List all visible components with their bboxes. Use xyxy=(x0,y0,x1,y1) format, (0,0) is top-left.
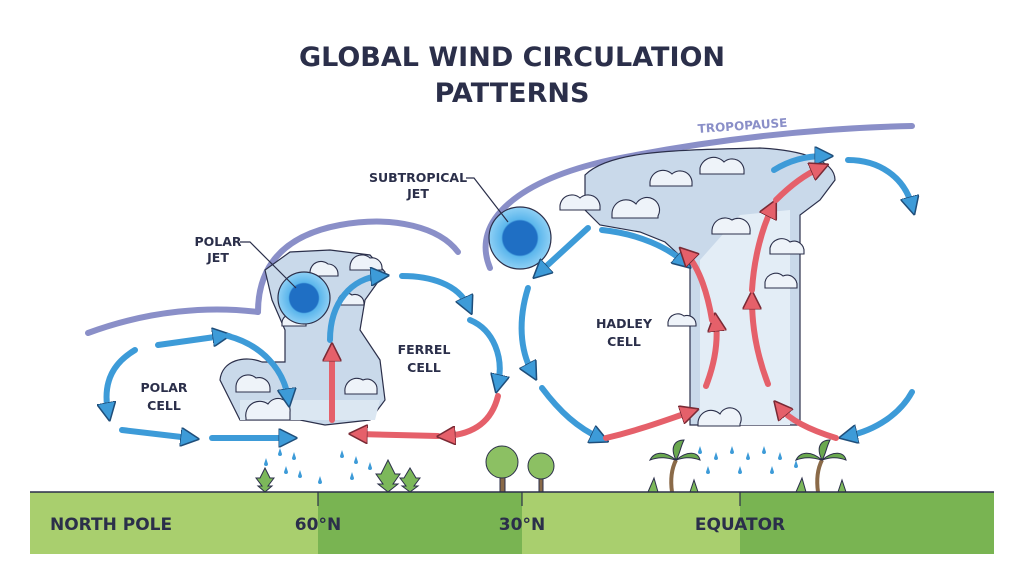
polar-cell-label-2: CELL xyxy=(147,398,181,413)
equator-label: EQUATOR xyxy=(695,515,785,535)
hadley-cell-label-2: CELL xyxy=(607,334,641,349)
tropopause-label: TROPOPAUSE xyxy=(697,116,788,136)
round-trees xyxy=(485,445,555,493)
subtropical-jet-label-1: SUBTROPICAL xyxy=(369,170,467,185)
leader-lines xyxy=(240,177,509,289)
polar-jet-label-2: JET xyxy=(206,250,229,265)
warm-air-arrows xyxy=(332,168,839,438)
lat-30-label: 30°N xyxy=(499,515,545,535)
lat-60-label: 60°N xyxy=(295,515,341,535)
subtropical-jet-circle xyxy=(488,206,552,270)
polar-cell-label-1: POLAR xyxy=(140,380,187,395)
small-clouds xyxy=(235,156,805,427)
ferrel-cell-label-2: CELL xyxy=(407,360,441,375)
ferrel-cell-label-1: FERREL xyxy=(398,342,451,357)
ground xyxy=(30,491,994,554)
polar-jet-label-1: POLAR xyxy=(194,234,241,249)
pine-trees xyxy=(255,458,421,493)
palm-trees xyxy=(647,439,847,493)
subtropical-jet-label-2: JET xyxy=(406,186,429,201)
north-pole-label: NORTH POLE xyxy=(50,515,172,535)
title-line-2: PATTERNS xyxy=(435,78,590,109)
cold-air-arrows xyxy=(107,156,912,438)
title-line-1: GLOBAL WIND CIRCULATION xyxy=(299,42,725,73)
rain-drops xyxy=(264,446,798,484)
polar-jet-circle xyxy=(277,271,331,325)
hadley-cell-label-1: HADLEY xyxy=(596,316,653,331)
